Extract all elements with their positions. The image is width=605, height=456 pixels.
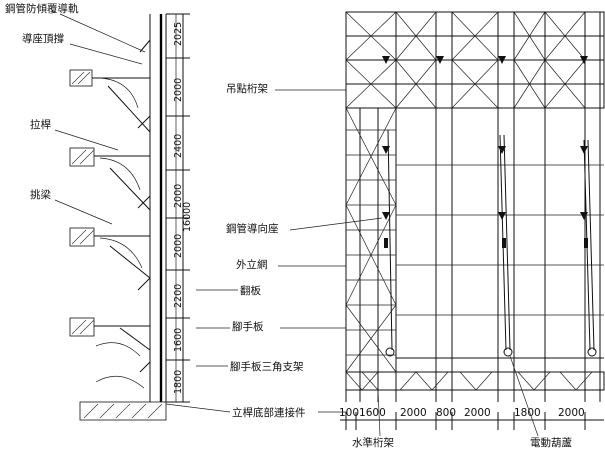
dim-h-1: 1001600 [339, 407, 386, 419]
dim-v-4: 2000 [173, 184, 184, 208]
dim-v-2: 2000 [173, 78, 184, 102]
right-section [340, 11, 605, 430]
bottom-labels: 水準桁架 電動葫蘆 [352, 355, 572, 449]
label-cantilever: 挑梁 [30, 188, 51, 201]
bottom-truss [345, 371, 605, 391]
dim-v-3: 2400 [173, 134, 184, 158]
dim-h-5: 1800 [514, 407, 541, 419]
dim-v-6: 2200 [173, 284, 184, 308]
floor-slab-4 [69, 317, 150, 357]
top-truss-bracing [345, 11, 586, 109]
horizontal-dimensions: 1001600 2000 800 2000 1800 2000 [339, 407, 585, 419]
label-scaffold-bracket: 腳手板三角支架 [230, 360, 304, 373]
vertical-poles [345, 12, 601, 402]
tie-rods [107, 39, 151, 373]
label-guide-seat: 鋼管導向座 [226, 222, 279, 235]
ground [79, 375, 167, 421]
bottom-dimension-line [340, 412, 604, 430]
dim-h-4: 2000 [464, 407, 491, 419]
floor-slab-1 [69, 69, 150, 109]
left-tower-grid [345, 107, 397, 402]
dim-v-1: 2025 [173, 22, 184, 46]
dimension-ticks [166, 13, 190, 403]
dim-v-5: 2000 [173, 234, 184, 258]
label-flap-board: 翻板 [240, 284, 261, 297]
dim-v-8: 1800 [173, 370, 184, 394]
label-outer-net: 外立網 [236, 258, 268, 271]
dim-h-2: 2000 [400, 407, 427, 419]
dim-total-height: 16000 [182, 202, 193, 232]
left-labels: 鋼管防傾覆導軌 導座頂撐 拉桿 挑梁 [5, 2, 146, 225]
left-section [69, 13, 190, 421]
label-horizontal-truss: 水準桁架 [352, 436, 394, 449]
middle-labels: 吊點桁架 鋼管導向座 外立網 翻板 腳手板 腳手板三角支架 立桿底部連接件 [165, 82, 383, 419]
label-guide-rail: 鋼管防傾覆導軌 [5, 2, 79, 15]
label-electric-hoist: 電動葫蘆 [530, 436, 572, 449]
dim-h-6: 2000 [558, 407, 585, 419]
label-tie-rod: 拉桿 [30, 118, 51, 131]
label-pole-connector: 立桿底部連接件 [232, 406, 306, 419]
dim-h-3: 800 [436, 407, 456, 419]
horizontal-levels [396, 164, 604, 359]
floor-slab-3 [69, 227, 150, 269]
hoist-cables [384, 129, 597, 357]
vertical-dimensions: 2025 2000 2400 2000 2000 2200 1600 1800 … [173, 22, 193, 394]
label-suspension-truss: 吊點桁架 [226, 82, 268, 95]
dim-v-7: 1600 [173, 328, 184, 352]
label-scaffold-board: 腳手板 [232, 320, 264, 333]
label-guide-top-brace: 導座頂撐 [22, 32, 64, 45]
guide-seat-markers [382, 56, 588, 220]
floor-slab-2 [69, 147, 150, 191]
